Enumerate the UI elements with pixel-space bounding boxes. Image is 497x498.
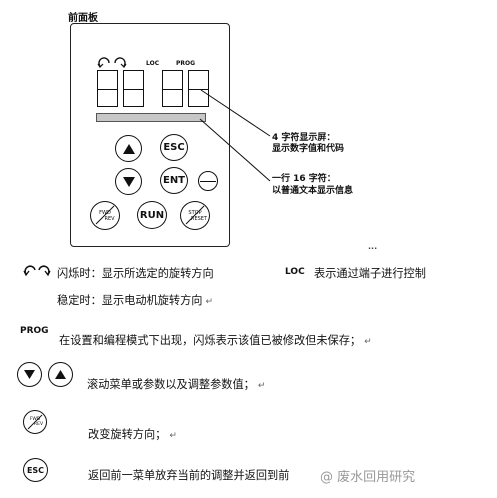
ent-button-label: ENT [162,175,186,186]
display-digit-1 [97,70,118,107]
up-arrow-icon [122,143,135,154]
watermark: @ 废水回用研究 [320,470,416,485]
up-arrow-icon [55,370,66,379]
legend-esc-icon: ESC [23,458,48,482]
stop-reset-slash-icon [185,205,205,225]
legend-up-button-icon [48,362,73,387]
display-callout-line2: 显示数字值和代码 [272,144,345,154]
ent-button[interactable]: ENT [160,167,188,194]
stop-reset-button[interactable]: STOP RESET [180,201,210,230]
loc-label: LOC [146,60,160,67]
legend-fwd-rev-icon: FWD REV [23,410,47,434]
run-button-label: RUN [139,209,165,221]
legend-rev-label: REV [33,422,44,427]
prog-code: PROG [20,326,49,336]
text-callout-line1: 一行 16 字符： [272,174,336,184]
fwd-rev-slash-icon [95,205,115,225]
down-arrow-icon [24,370,35,379]
text-display-strip [96,113,206,122]
arrows-desc: 滚动菜单或参数以及调整参数值；↵ [87,378,266,391]
legend-esc-label: ESC [26,465,45,475]
dial-knob[interactable] [198,171,218,191]
panel-title: 前面板 [68,13,98,24]
display-digit-2 [123,70,144,107]
loc-code: LOC [285,267,305,277]
fwd-rev-desc: 改变旋转方向；↵ [88,428,177,441]
up-button[interactable] [115,135,142,162]
legend-slash-icon [27,414,43,430]
prog-label: PROG [176,60,196,67]
rotation-indicator-icon [97,57,127,68]
rotation-blink-desc: 闪烁时：显示所选定的旋转方向 [57,267,214,280]
esc-button-label: ESC [163,142,185,153]
display-digit-3 [162,70,183,107]
down-arrow-icon [122,176,135,187]
fwd-rev-button[interactable]: FWD REV [90,201,120,230]
run-button[interactable]: RUN [137,201,167,229]
cut-off-text: ... [368,242,378,251]
text-callout-line2: 以普通文本显示信息 [272,186,354,196]
esc-button[interactable]: ESC [160,134,188,161]
rotation-steady-desc: 稳定时：显示电动机旋转方向↵ [57,294,213,307]
esc-desc: 返回前一菜单放弃当前的调整并返回到前 [88,469,290,482]
prog-desc: 在设置和编程模式下出现，闪烁表示该值已被修改但未保存；↵ [59,334,372,347]
rev-label: REV [104,215,115,222]
down-button[interactable] [115,168,142,195]
rotation-direction-icon [23,265,51,277]
loc-desc: 表示通过端子进行控制 [314,267,426,280]
fwd-label: FWD [99,209,111,216]
display-digit-4 [188,70,209,107]
reset-label: RESET [190,215,208,222]
display-callout-line1: 4 字符显示屏： [272,133,336,143]
stop-label: STOP [188,209,202,216]
legend-fwd-label: FWD [29,417,41,422]
legend-down-button-icon [17,362,42,387]
